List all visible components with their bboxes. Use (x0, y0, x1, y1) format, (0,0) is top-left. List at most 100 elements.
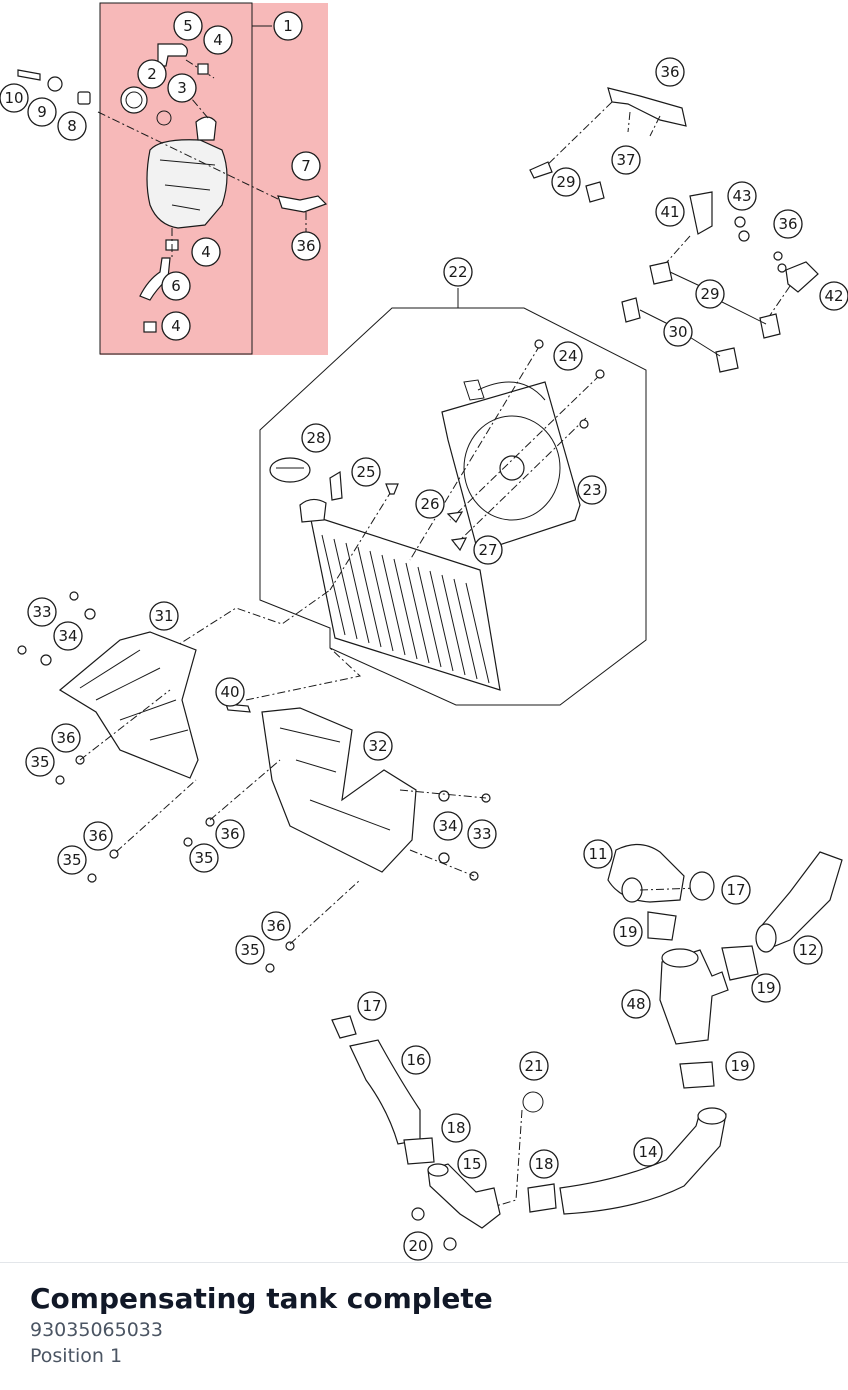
callout-27[interactable]: 27 (473, 535, 503, 565)
svg-text:35: 35 (194, 849, 213, 867)
callout-35-d[interactable]: 35 (235, 935, 265, 965)
callout-21[interactable]: 21 (519, 1051, 549, 1081)
callout-38[interactable]: 36 (655, 57, 685, 87)
callout-15[interactable]: 15 (457, 1149, 487, 1179)
callout-3[interactable]: 3 (167, 73, 197, 103)
callout-30[interactable]: 30 (663, 317, 693, 347)
callout-11[interactable]: 11 (583, 839, 613, 869)
clamp-18-b[interactable] (527, 1183, 557, 1213)
callout-2[interactable]: 2 (137, 59, 167, 89)
callout-16[interactable]: 16 (401, 1045, 431, 1075)
tank-o-ring[interactable] (156, 110, 172, 126)
bracket-41[interactable] (689, 191, 713, 235)
svg-text:12: 12 (798, 941, 817, 959)
callout-18-a[interactable]: 18 (441, 1113, 471, 1143)
callout-33-left[interactable]: 33 (27, 597, 57, 627)
callout-42[interactable]: 42 (819, 281, 848, 311)
callout-26[interactable]: 26 (415, 489, 445, 519)
radiator-cap[interactable] (269, 457, 311, 483)
callout-10[interactable]: 10 (0, 83, 29, 113)
callout-4-mid[interactable]: 4 (191, 237, 221, 267)
callout-6[interactable]: 6 (161, 271, 191, 301)
callout-18-b[interactable]: 18 (529, 1149, 559, 1179)
compensating-tank[interactable] (146, 139, 228, 229)
callout-32[interactable]: 32 (363, 731, 393, 761)
clamp-17-upper[interactable] (689, 871, 715, 901)
hose-14[interactable] (559, 1111, 727, 1215)
svg-text:11: 11 (588, 845, 607, 863)
radiator-assembly[interactable] (259, 288, 647, 706)
callout-14[interactable]: 14 (633, 1137, 663, 1167)
callout-17-right[interactable]: 17 (721, 875, 751, 905)
callout-36-d[interactable]: 36 (261, 911, 291, 941)
callout-43[interactable]: 43 (727, 181, 757, 211)
rubber-mount-29[interactable] (649, 261, 673, 285)
tank-bracket[interactable] (277, 195, 328, 213)
callout-29-top[interactable]: 29 (551, 167, 581, 197)
mounting-brackets[interactable] (529, 87, 819, 373)
thermostat-48[interactable] (659, 949, 729, 1045)
callout-37-left[interactable]: 36 (291, 231, 321, 261)
o-ring-21[interactable] (522, 1091, 544, 1113)
callout-4-bottom[interactable]: 4 (161, 311, 191, 341)
part-number: 93035065033 (30, 1319, 163, 1341)
callout-20[interactable]: 20 (403, 1231, 433, 1261)
callout-35-b[interactable]: 35 (57, 845, 87, 875)
callout-17-left[interactable]: 17 (357, 991, 387, 1021)
svg-text:27: 27 (478, 541, 497, 559)
callout-4-top[interactable]: 4 (203, 25, 233, 55)
callout-22[interactable]: 22 (443, 257, 473, 287)
callout-35-a[interactable]: 35 (25, 747, 55, 777)
callout-35-c[interactable]: 35 (189, 843, 219, 873)
callout-40[interactable]: 40 (215, 677, 245, 707)
callout-19-b[interactable]: 19 (751, 973, 781, 1003)
thermostat-and-hoses[interactable] (331, 843, 843, 1251)
bracket-38[interactable] (607, 87, 687, 127)
callout-36-c[interactable]: 36 (215, 819, 245, 849)
clamp-19-b[interactable] (721, 945, 759, 981)
callout-1[interactable]: 1 (273, 11, 303, 41)
svg-text:21: 21 (524, 1057, 543, 1075)
clamp-17-lower[interactable] (331, 1015, 357, 1039)
callout-34-left[interactable]: 34 (53, 621, 83, 651)
callout-41[interactable]: 41 (655, 197, 685, 227)
svg-text:42: 42 (824, 287, 843, 305)
callout-8[interactable]: 8 (57, 111, 87, 141)
callout-31[interactable]: 31 (149, 601, 179, 631)
tank-upper-hose[interactable] (157, 43, 188, 67)
hose-16[interactable] (349, 1039, 421, 1145)
callout-36-a[interactable]: 36 (51, 723, 81, 753)
callout-39[interactable]: 37 (611, 145, 641, 175)
spoiler-right[interactable] (261, 707, 417, 873)
spoiler-left[interactable] (58, 631, 199, 779)
callout-24[interactable]: 24 (553, 341, 583, 371)
callout-33-right[interactable]: 33 (467, 819, 497, 849)
svg-text:36: 36 (220, 825, 239, 843)
callout-19-a[interactable]: 19 (613, 917, 643, 947)
radiator-spoilers[interactable] (17, 589, 491, 973)
callout-23[interactable]: 23 (577, 475, 607, 505)
callout-12[interactable]: 12 (793, 935, 823, 965)
callout-36-b[interactable]: 36 (83, 821, 113, 851)
callout-25[interactable]: 25 (351, 457, 381, 487)
tank-cap[interactable] (120, 86, 148, 114)
radiator-core[interactable] (309, 514, 501, 691)
clamp-19-a[interactable] (647, 911, 677, 941)
callout-48[interactable]: 48 (621, 989, 651, 1019)
fitting-15[interactable] (427, 1163, 501, 1229)
callout-28[interactable]: 28 (301, 423, 331, 453)
callout-34-right[interactable]: 34 (433, 811, 463, 841)
compensating-tank-group[interactable] (17, 2, 328, 355)
callout-9[interactable]: 9 (27, 97, 57, 127)
callout-29-right[interactable]: 29 (695, 279, 725, 309)
callout-37-right[interactable]: 36 (773, 209, 803, 239)
clamp-18-a[interactable] (403, 1137, 435, 1165)
callout-7[interactable]: 7 (291, 151, 321, 181)
callout-5[interactable]: 5 (173, 11, 203, 41)
clamp-19-c[interactable] (679, 1061, 715, 1089)
bracket-42[interactable] (785, 261, 819, 293)
hose-11[interactable] (607, 843, 685, 903)
svg-text:4: 4 (171, 317, 181, 335)
callout-19-c[interactable]: 19 (725, 1051, 755, 1081)
hose-12[interactable] (757, 851, 843, 949)
